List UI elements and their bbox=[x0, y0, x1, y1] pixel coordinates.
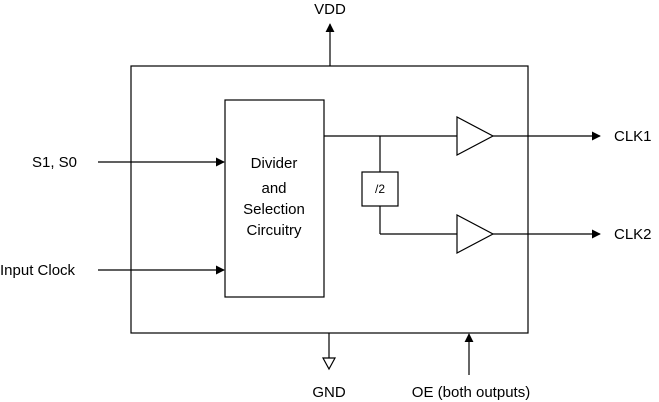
gnd-label: GND bbox=[312, 384, 346, 401]
clk1-label: CLK1 bbox=[614, 128, 652, 145]
chip-outline bbox=[130, 65, 529, 334]
divider-label-line3: Selection bbox=[243, 201, 305, 218]
ground-symbol-icon bbox=[321, 357, 337, 371]
clk2-label: CLK2 bbox=[614, 226, 652, 243]
half-divider-label: /2 bbox=[375, 182, 385, 196]
divider-label-line2: and bbox=[261, 180, 286, 197]
input-clock-label: Input Clock bbox=[0, 262, 76, 279]
divider-label-line4: Circuitry bbox=[247, 222, 302, 239]
oe-label: OE (both outputs) bbox=[412, 384, 530, 401]
clk2-buffer-icon bbox=[456, 214, 495, 254]
divider-label-line1: Divider bbox=[251, 155, 298, 172]
select-input-label: S1, S0 bbox=[32, 154, 77, 171]
clk1-buffer-icon bbox=[456, 116, 495, 156]
vdd-label: VDD bbox=[314, 1, 346, 18]
divider-block bbox=[224, 99, 325, 298]
